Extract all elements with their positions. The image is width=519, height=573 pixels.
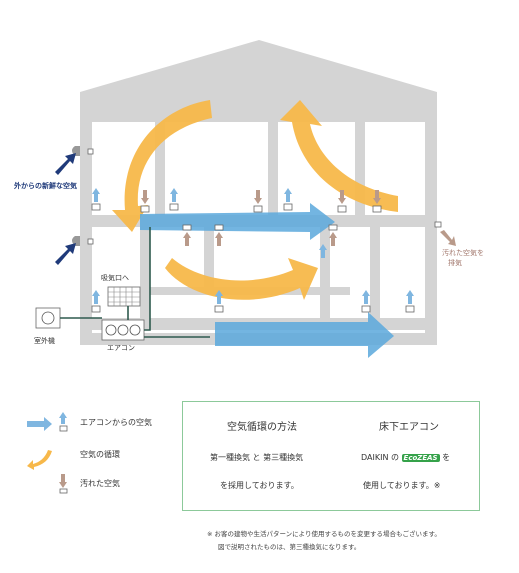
vent-up-arrow [362,290,370,304]
dirty-up-arrow [215,232,223,246]
daikin-suffix: を [442,453,451,462]
circulation-arrow-upper-left [112,100,212,232]
fresh-air-arrow [55,153,76,175]
ecozeas-logo: EcoZEAS [401,454,440,462]
dirty-exhaust-label-2: 排気 [448,259,462,267]
dirty-down-arrow [141,190,149,204]
fresh-air-arrows [55,153,76,265]
vent [337,205,347,213]
blue-arrow-upper-floor [140,203,335,240]
circulation-arrow-upper-right [280,100,398,212]
aircon-label: エアコン [107,344,135,352]
dirty-up-arrow [329,232,337,246]
vent [87,238,94,245]
wall-inlet [72,236,80,246]
circulation-arrow-lower [165,258,318,300]
wall-inlets [72,146,80,246]
legend-up-arrow-icon [59,412,67,424]
vent [283,203,293,211]
legend-icons [27,412,68,494]
vent [214,224,224,231]
dirty-up-arrow [183,232,191,246]
vent [214,305,224,313]
fresh-air-label: 外からの新鮮な空気 [14,182,77,190]
aircon-title: 床下エアコン [379,422,439,433]
wall-inlet [72,146,80,156]
vent-up-arrows [92,188,414,304]
vent [405,305,415,313]
vent-up-arrow [170,188,178,202]
legend-item-dirty-air: 汚れた空気 [80,479,120,488]
blue-arrow-lower-floor [215,312,394,358]
dirty-exhaust-label-1: 汚れた空気を [442,249,484,257]
vent-up-arrow [92,188,100,202]
fresh-air-arrow [55,243,76,265]
daikin-line-2: 使用しております。※ [363,481,441,490]
vent [87,148,94,155]
circulation-arrows [112,100,398,300]
legend-item-circulation: 空気の循環 [80,450,120,459]
dirty-air-arrows [141,190,456,246]
vent [328,224,338,231]
outdoor-unit [35,307,61,329]
footnote-1: ※ お客の建物や生活パターンにより使用するものを変更する場合もございます。 [207,530,441,538]
vent-up-arrow [406,290,414,304]
vent [361,305,371,313]
method-line-2: を採用しております。 [220,481,299,490]
duct-lines [60,227,210,338]
daikin-text: DAIKIN の [361,453,399,462]
legend-item-aircon-air: エアコンからの空気 [80,418,152,427]
info-box: 空気循環の方法 第一種換気 と 第三種換気 を採用しております。 床下エアコン … [182,401,480,511]
dirty-down-arrow [254,190,262,204]
vent [91,305,101,313]
intake-grille [107,286,141,307]
vent-up-arrow [215,290,223,304]
vent-up-arrow [284,188,292,202]
method-title: 空気循環の方法 [227,422,297,433]
aircon-unit [101,319,145,341]
outdoor-unit-label: 室外機 [34,337,55,345]
vents [87,148,442,313]
vent-up-arrow [319,244,327,258]
footnote-2: 図で説明されたものは、第三種換気になります。 [218,543,361,551]
dirty-exhaust-arrow [440,230,456,246]
blue-air-arrows [140,203,394,358]
intake-label: 吸気口へ [101,274,129,282]
vent [91,203,101,211]
daikin-line: DAIKIN の EcoZEAS を [361,452,450,463]
vent [140,205,150,213]
dirty-down-arrow [338,190,346,204]
blue-arrow-icon [27,417,52,431]
vent [372,205,382,213]
vent [169,203,179,211]
vent-up-arrow [92,290,100,304]
circulation-arrow-icon [27,450,52,470]
brown-arrow-icon [59,474,67,488]
method-line-1: 第一種換気 と 第三種換気 [210,453,304,462]
vent [434,221,442,228]
vent [182,224,192,231]
dirty-down-arrow [373,190,381,204]
vent [253,205,263,213]
